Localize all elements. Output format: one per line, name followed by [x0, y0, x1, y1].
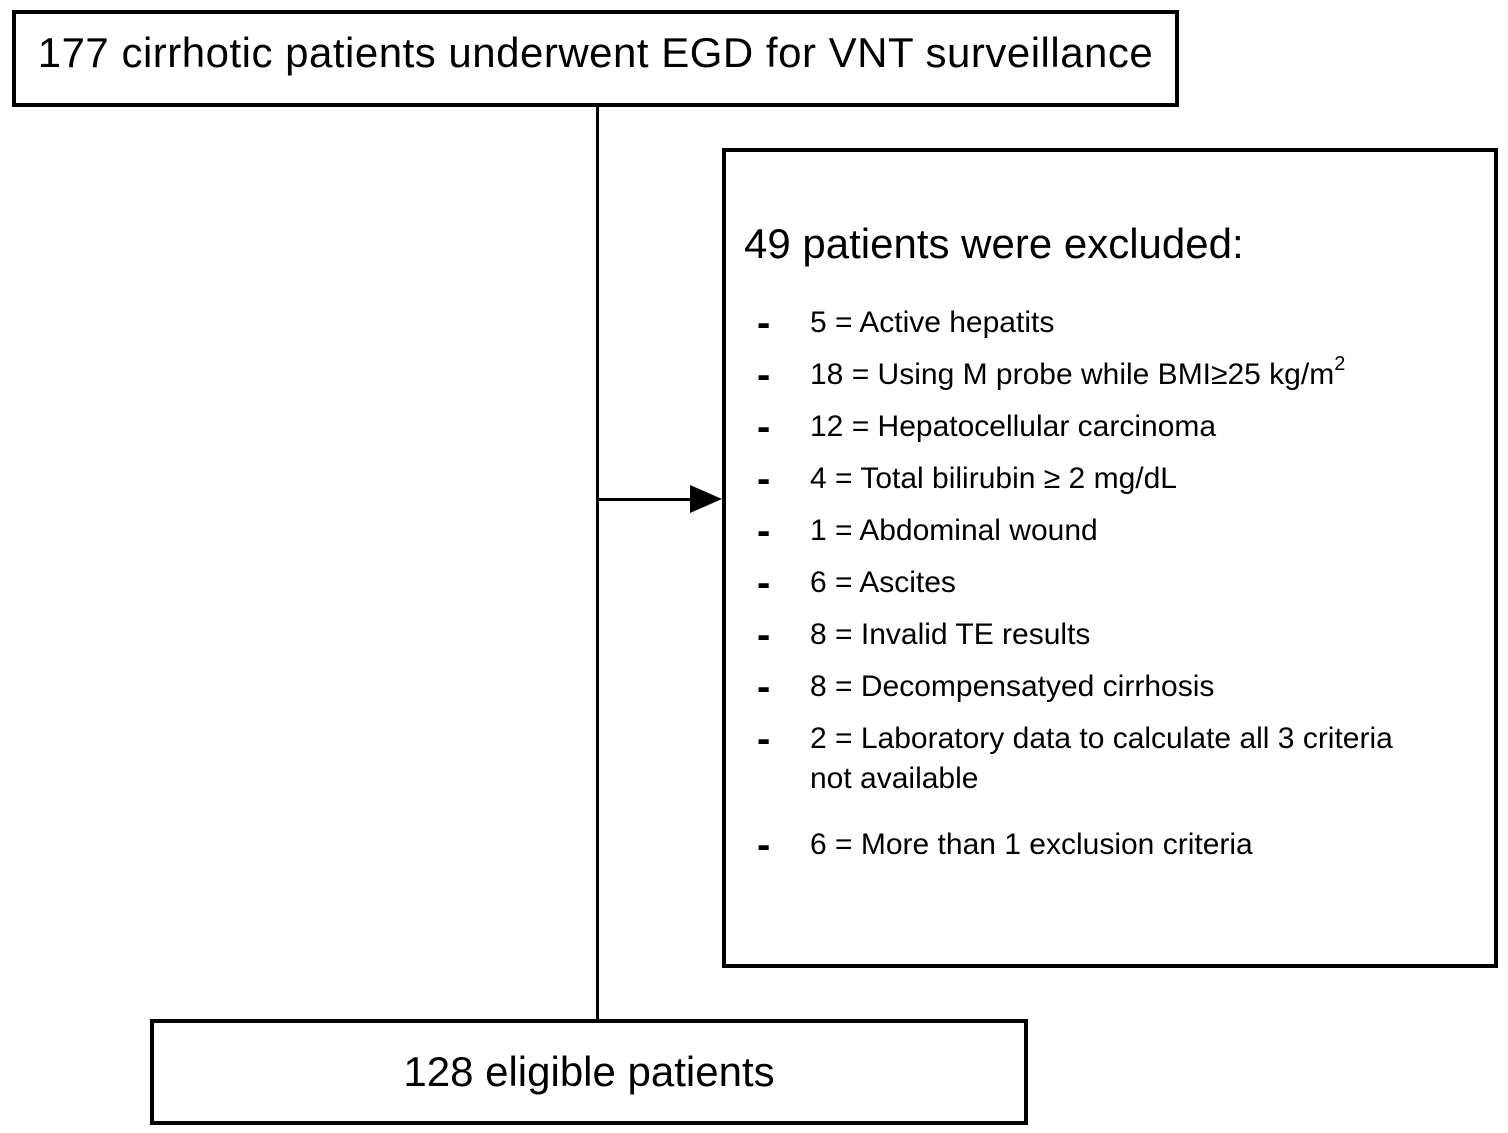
arrowhead-right-icon: [690, 485, 722, 513]
exclusion-box: 49 patients were excluded: - 5 = Active …: [722, 148, 1498, 968]
bullet-dash-icon: -: [757, 301, 771, 345]
horizontal-arrow-line: [598, 498, 696, 501]
bullet-dash-icon: -: [757, 561, 771, 605]
exclusion-item-m-probe-bmi: - 18 = Using M probe while BMI≥25 kg/m2: [757, 353, 1477, 397]
bullet-dash-icon: -: [757, 457, 771, 501]
exclusion-item-text: 6 = Ascites: [810, 566, 956, 599]
top-box-total-patients: 177 cirrhotic patients underwent EGD for…: [12, 10, 1179, 107]
exclusion-item-text: 18 = Using M probe while BMI≥25 kg/m2: [810, 353, 1346, 391]
bottom-box-label: 128 eligible patients: [403, 1048, 775, 1095]
exclusion-item-text: 8 = Decompensatyed cirrhosis: [810, 670, 1215, 703]
exclusion-item-text: 1 = Abdominal wound: [810, 514, 1098, 547]
bullet-dash-icon: -: [757, 353, 771, 397]
exclusion-item-laboratory-data: - 2 = Laboratory data to calculate all 3…: [757, 719, 1477, 799]
exclusion-item-decompensated-cirrhosis: - 8 = Decompensatyed cirrhosis: [757, 667, 1477, 707]
exclusion-item-text: 8 = Invalid TE results: [810, 618, 1091, 651]
bullet-dash-icon: -: [757, 717, 771, 761]
exclusion-item-invalid-te: - 8 = Invalid TE results: [757, 615, 1477, 655]
exclusion-item-text: 4 = Total bilirubin ≥ 2 mg/dL: [810, 462, 1177, 495]
exclusion-item-text: 2 = Laboratory data to calculate all 3 c…: [810, 722, 1393, 795]
exclusion-item-total-bilirubin: - 4 = Total bilirubin ≥ 2 mg/dL: [757, 459, 1477, 499]
exclusion-list: - 5 = Active hepatits - 18 = Using M pro…: [757, 303, 1477, 877]
exclusion-item-hepatocellular-carcinoma: - 12 = Hepatocellular carcinoma: [757, 407, 1477, 447]
exclusion-item-text: 12 = Hepatocellular carcinoma: [810, 410, 1217, 443]
bullet-dash-icon: -: [757, 665, 771, 709]
bullet-dash-icon: -: [757, 613, 771, 657]
exclusion-heading: 49 patients were excluded:: [744, 220, 1244, 267]
bottom-box-eligible-patients: 128 eligible patients: [150, 1019, 1028, 1125]
exclusion-item-active-hepatitis: - 5 = Active hepatits: [757, 303, 1477, 343]
exclusion-item-abdominal-wound: - 1 = Abdominal wound: [757, 511, 1477, 551]
exclusion-item-multiple-criteria: - 6 = More than 1 exclusion criteria: [757, 825, 1477, 865]
exclusion-item-ascites: - 6 = Ascites: [757, 563, 1477, 603]
exclusion-item-text: 6 = More than 1 exclusion criteria: [810, 828, 1253, 861]
vertical-connector-line: [596, 106, 599, 1019]
top-box-label: 177 cirrhotic patients underwent EGD for…: [37, 28, 1154, 76]
bullet-dash-icon: -: [757, 405, 771, 449]
bullet-dash-icon: -: [757, 509, 771, 553]
bullet-dash-icon: -: [757, 823, 771, 867]
exclusion-item-text: 5 = Active hepatits: [810, 306, 1055, 339]
